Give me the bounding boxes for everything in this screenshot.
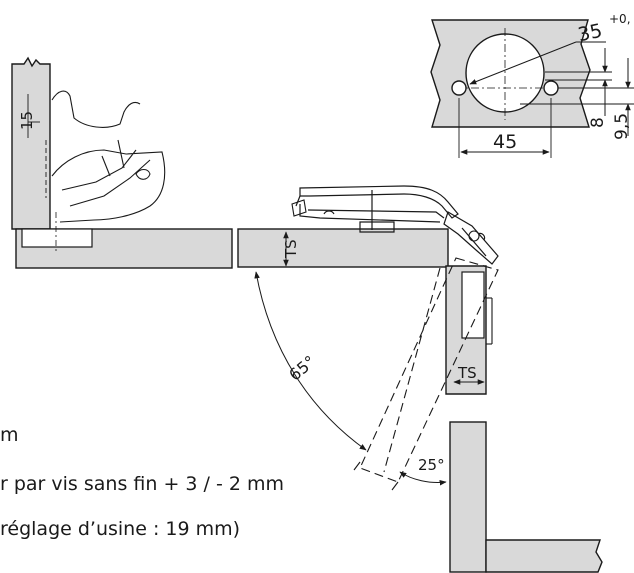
angle-remaining-label: 25° bbox=[418, 456, 445, 474]
hole-pattern-detail bbox=[430, 19, 634, 158]
hinge-body bbox=[295, 190, 445, 233]
note-line-2: r par vis sans fin + 3 / - 2 mm bbox=[0, 473, 285, 495]
angle-arc-65 bbox=[254, 271, 367, 451]
hole-spacing-label: 45 bbox=[493, 131, 517, 153]
carcass-panel bbox=[237, 228, 449, 268]
cabinet-bottom bbox=[485, 539, 603, 573]
angle-arc-25 bbox=[399, 471, 447, 486]
angle-opening-label: 65° bbox=[285, 352, 319, 385]
diameter-line bbox=[469, 41, 577, 85]
side-panel bbox=[11, 56, 51, 230]
thickness-label-side: TS bbox=[457, 364, 477, 382]
screw-hole-right bbox=[543, 80, 559, 96]
door-ghost-open bbox=[359, 257, 499, 483]
thickness-label: TS bbox=[282, 239, 300, 259]
hole-diameter-label: 35 bbox=[576, 20, 604, 47]
screw-hole-left bbox=[451, 80, 467, 96]
hinge-mounting-plate bbox=[299, 185, 459, 219]
closed-hinge-view bbox=[11, 56, 233, 269]
offset-large-label: 9,5 bbox=[612, 113, 632, 140]
offset-small-label: 8 bbox=[588, 117, 608, 128]
note-line-1: m bbox=[0, 424, 19, 446]
hinge-knuckle bbox=[443, 211, 499, 265]
closed-hinge-arm bbox=[51, 90, 166, 223]
hole-tolerance-label: +0, bbox=[609, 12, 631, 26]
open-hinge-view bbox=[237, 185, 603, 573]
note-line-3: réglage d’usine : 19 mm) bbox=[0, 518, 241, 540]
depth-label: 15 bbox=[18, 111, 36, 130]
cabinet-side-lower bbox=[449, 421, 487, 573]
